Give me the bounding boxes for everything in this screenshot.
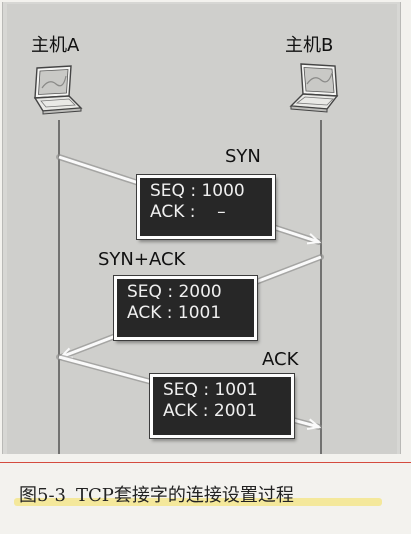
synack-packet: SEQ : 2000 ACK : 1001: [113, 275, 258, 341]
ack-ack: ACK : 2001: [163, 401, 258, 421]
syn-label: SYN: [225, 146, 261, 167]
syn-packet: SEQ : 1000 ACK : –: [136, 174, 276, 240]
caption-number: 图5-3: [19, 485, 66, 506]
synack-seq: SEQ : 2000: [127, 282, 222, 302]
laptop-icon: [33, 65, 83, 115]
ack-packet: SEQ : 1001 ACK : 2001: [149, 373, 295, 439]
host-b-label: 主机B: [285, 35, 334, 56]
host-a-label: 主机A: [31, 35, 80, 56]
syn-ack: ACK : –: [150, 202, 226, 222]
syn-seq: SEQ : 1000: [150, 181, 245, 201]
figure-caption: 图5-3 TCP套接字的连接设置过程: [19, 481, 294, 507]
ack-label: ACK: [262, 349, 299, 370]
synack-label: SYN+ACK: [98, 249, 186, 270]
separator-rule: [0, 462, 411, 463]
caption-title: TCP套接字的连接设置过程: [76, 485, 294, 506]
figure-frame: 主机A 主机B SYN SEQ : 1000 ACK : – SYN+ACK S…: [2, 2, 401, 454]
laptop-icon: [289, 63, 339, 113]
caption-highlight: [14, 498, 382, 506]
synack-ack: ACK : 1001: [127, 303, 222, 323]
ack-seq: SEQ : 1001: [163, 380, 258, 400]
